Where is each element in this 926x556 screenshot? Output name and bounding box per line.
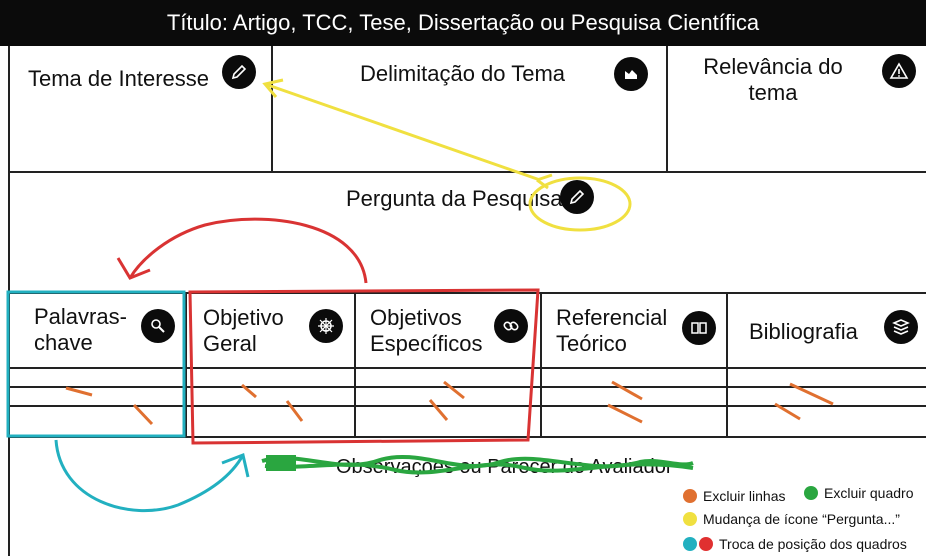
- red-dot-icon: [699, 537, 713, 551]
- bottom-divider-1: [185, 292, 187, 438]
- delimitacao-label: Delimitação do Tema: [360, 61, 566, 86]
- pergunta-label: Pergunta da Pesquisa: [346, 186, 563, 211]
- top-divider-2: [666, 46, 668, 171]
- legend-delete-lines: Excluir linhas: [683, 488, 785, 504]
- bottom-divider-2: [354, 292, 356, 438]
- pencil-icon: [222, 55, 256, 89]
- link-icon: [494, 309, 528, 343]
- top-divider-1: [271, 46, 273, 171]
- chart-icon: [614, 57, 648, 91]
- referencial-teorico-label: Referencial Teórico: [556, 305, 668, 356]
- title-text: Título: Artigo, TCC, Tese, Dissertação o…: [166, 10, 760, 35]
- cyan-dot-icon: [683, 537, 697, 551]
- book-icon: [682, 311, 716, 345]
- yellow-dot-icon: [683, 512, 697, 526]
- stack-icon: [884, 310, 918, 344]
- legend-swap-position: Troca de posição dos quadros: [683, 536, 907, 552]
- bibliografia-label: Bibliografia: [749, 319, 858, 344]
- green-dot-icon: [804, 486, 818, 500]
- tema-de-interesse-label: Tema de Interesse: [28, 66, 209, 91]
- palavras-chave-label: Palavras- chave: [34, 304, 127, 355]
- grid-line-1: [8, 367, 926, 369]
- objetivo-geral-label: Objetivo Geral: [203, 305, 284, 356]
- helm-icon: [309, 309, 343, 343]
- orange-dot-icon: [683, 489, 697, 503]
- row-divider-top: [8, 171, 926, 173]
- title-bar: Título: Artigo, TCC, Tese, Dissertação o…: [0, 0, 926, 46]
- row-divider-mid: [8, 292, 926, 294]
- warning-icon: [882, 54, 916, 88]
- legend-delete-box: Excluir quadro: [804, 485, 914, 501]
- bottom-divider-4: [726, 292, 728, 438]
- grid-line-4: [8, 436, 926, 438]
- pencil-icon: [560, 180, 594, 214]
- bottom-divider-3: [540, 292, 542, 438]
- tools-icon: [141, 309, 175, 343]
- grid-line-2: [8, 386, 926, 388]
- grid-line-3: [8, 405, 926, 407]
- legend-icon-change: Mudança de ícone “Pergunta...”: [683, 511, 900, 527]
- objetivos-especificos-label: Objetivos Específicos: [370, 305, 483, 356]
- relevancia-label: Relevância do tema: [703, 54, 843, 105]
